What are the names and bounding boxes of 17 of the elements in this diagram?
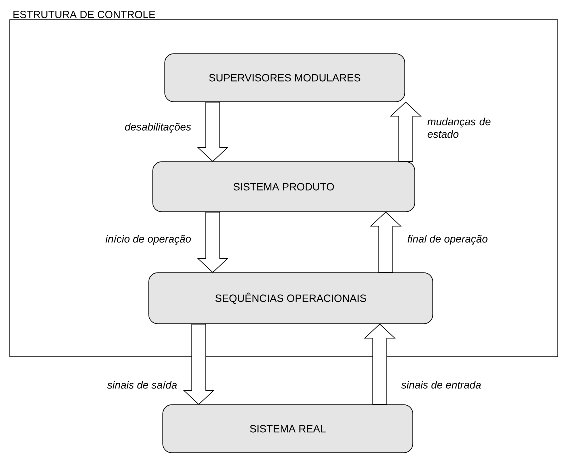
edge-label: sinais de entrada (402, 381, 482, 389)
block-arrow (364, 324, 396, 405)
process-box: SISTEMA PRODUTO (152, 162, 416, 212)
process-box: SUPERVISORES MODULARES (164, 54, 406, 102)
process-box: SEQUÊNCIAS OPERACIONAIS (148, 272, 434, 324)
edge-label: sinais de saída (107, 381, 178, 389)
node-label: ESTRUTURA DE CONTROLE (14, 11, 156, 18)
edge-label: início de operação (106, 235, 192, 245)
edge-label: mudanças de estado (428, 118, 491, 138)
block-arrow (370, 212, 402, 273)
block-arrow (183, 324, 215, 406)
block-arrow (390, 102, 422, 162)
block-arrow (197, 212, 229, 274)
block-arrow (197, 102, 229, 162)
edge-label: final de operação (408, 235, 488, 245)
process-box: SISTEMA REAL (162, 404, 414, 454)
edge-label: desabilitações (125, 123, 192, 133)
